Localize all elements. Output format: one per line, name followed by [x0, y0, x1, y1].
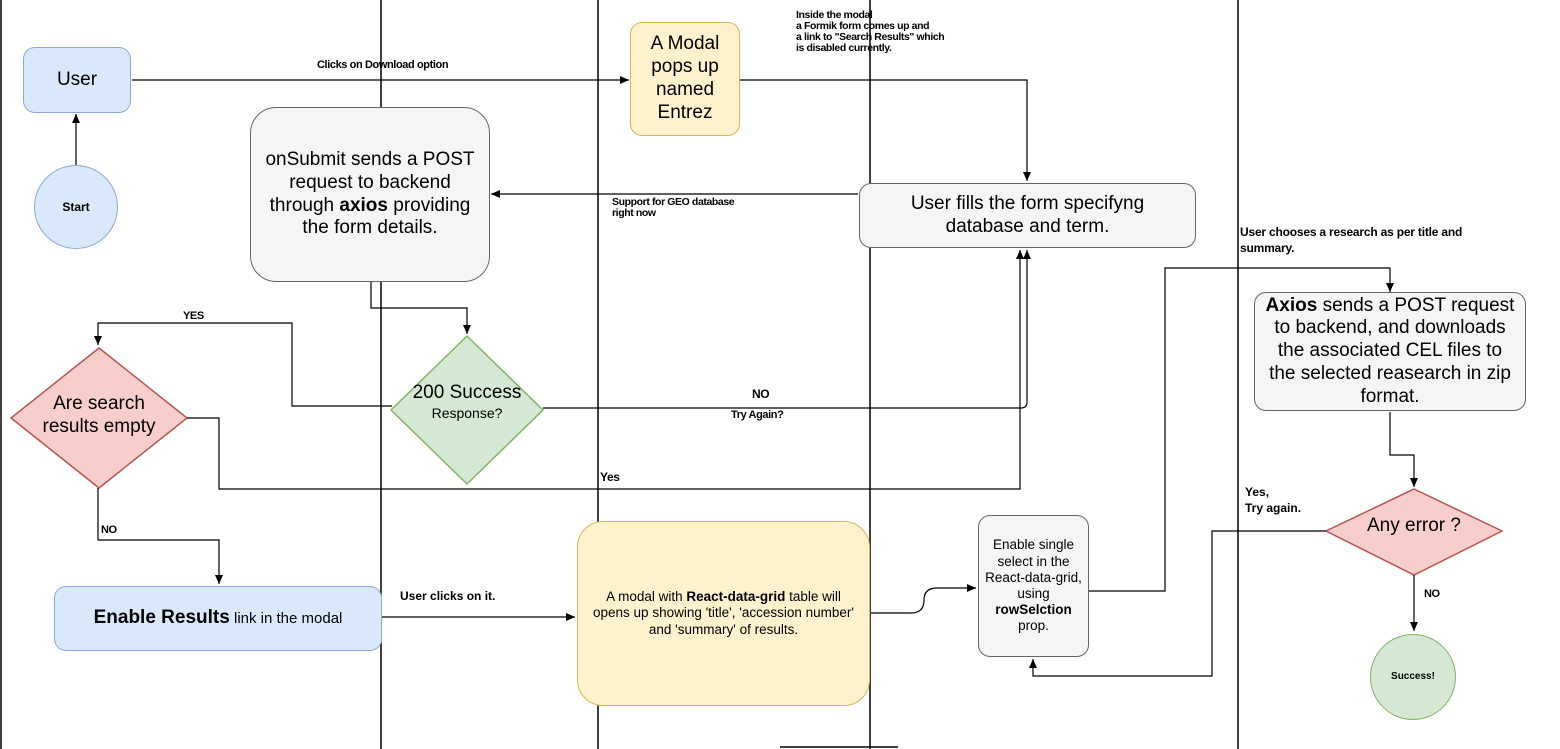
edge-label-try-again: Try Again?	[731, 409, 784, 421]
enable-results-bold: Enable Results	[93, 607, 230, 629]
single-select-node: Enable single select in the React-data-g…	[978, 515, 1089, 657]
edge-modal-to-form	[740, 79, 1031, 181]
flow-arrows	[72, 76, 1418, 677]
onsubmit-text: onSubmit sends a POST request to backend…	[265, 148, 475, 239]
user-fills-form-label: User fills the form specifyng database a…	[910, 192, 1145, 237]
modal-entrez-node: A Modal pops up named Entrez	[630, 22, 740, 136]
user-node: User	[23, 47, 131, 113]
edge-label-user-chooses: User chooses a research as per title and…	[1240, 225, 1463, 256]
edge-grid-to-select	[871, 584, 976, 614]
react-grid-bold: React-data-grid	[686, 589, 786, 605]
edge-label-clicks-download: Clicks on Download option	[317, 59, 449, 71]
edge-label-yes-upper: YES	[183, 310, 204, 322]
modal-entrez-line: pops up	[651, 56, 719, 78]
edge-label-yes-try-again: Yes, Try again.	[1245, 485, 1302, 516]
edge-label-no-retry: NO	[752, 387, 770, 401]
success-decision-label: 200 Success Response?	[412, 382, 522, 421]
edge-empty-no-to-enable	[97, 488, 223, 584]
success-end-label: Success!	[1391, 671, 1435, 682]
edge-label-no-error: NO	[1424, 588, 1440, 600]
edge-label-geo-support: Support for GEO database right now	[612, 196, 735, 220]
user-fills-form-node: User fills the form specifyng database a…	[859, 183, 1196, 248]
edge-success-yes-to-empty	[94, 322, 392, 407]
empty-decision-label: Are search results empty	[42, 393, 156, 437]
edge-label-no-empty: NO	[101, 524, 117, 536]
axios-post-text: Axios sends a POST request to backend, a…	[1265, 294, 1515, 407]
edge-onsubmit-to-success	[370, 282, 471, 334]
edge-label-yes-lower: Yes	[600, 470, 620, 484]
enable-results-text: Enable Results link in the modal	[93, 607, 343, 629]
single-select-bold: rowSelction	[995, 602, 1072, 618]
axios-post-bold: Axios	[1265, 294, 1318, 316]
start-node: Start	[34, 165, 118, 249]
react-grid-modal-text: A modal with React-data-grid table will …	[593, 589, 854, 637]
any-error-label: Any error ?	[1367, 515, 1461, 536]
react-grid-modal-node: A modal with React-data-grid table will …	[577, 521, 870, 706]
edge-label-user-clicks: User clicks on it.	[400, 589, 496, 603]
modal-entrez-line: Entrez	[657, 101, 713, 123]
modal-entrez-line: A Modal	[650, 33, 720, 55]
start-node-label: Start	[62, 199, 90, 214]
success-end-node: Success!	[1370, 634, 1456, 720]
empty-decision-shape	[9, 347, 189, 489]
edge-axios-to-error	[1389, 412, 1418, 487]
success-decision-shape	[389, 334, 545, 486]
enable-results-node: Enable Results link in the modal	[54, 586, 382, 651]
onsubmit-node: onSubmit sends a POST request to backend…	[250, 107, 490, 282]
onsubmit-bold: axios	[339, 194, 388, 216]
edge-select-to-axios	[1089, 267, 1394, 592]
edge-empty-yes-to-form	[187, 250, 1024, 490]
edge-success-no-to-form	[543, 250, 1031, 409]
edge-label-inside-modal: Inside the modal a Formik form comes up …	[796, 9, 945, 55]
user-node-label: User	[56, 68, 98, 90]
modal-entrez-line: named	[655, 79, 715, 100]
axios-post-node: Axios sends a POST request to backend, a…	[1254, 292, 1526, 411]
edge-error-yes-to-select	[1029, 530, 1326, 677]
single-select-text: Enable single select in the React-data-g…	[985, 537, 1082, 634]
